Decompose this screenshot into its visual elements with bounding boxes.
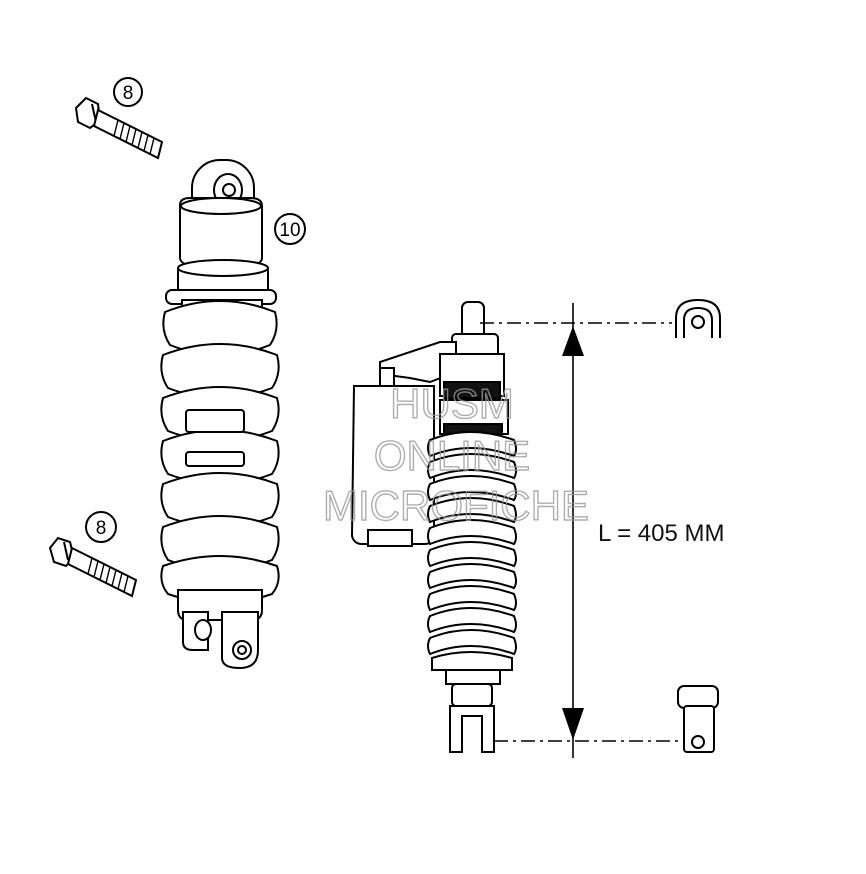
callout-shock-top-label: 10 (279, 220, 300, 241)
watermark-line-2: ONLINE (374, 432, 530, 479)
watermark-line-3: MICROFICHE (323, 482, 589, 529)
callout-bolt-bottom-label: 8 (96, 518, 107, 539)
callout-bolt-top: 8 (113, 77, 143, 107)
bolt-top (74, 96, 164, 160)
mount-bottom-profile (677, 685, 719, 753)
watermark-line-1: HUSM (390, 380, 514, 427)
mount-top-profile (675, 298, 721, 338)
dimension-lines (480, 303, 678, 758)
bolt-bottom (48, 536, 138, 598)
watermark: HUSM ONLINE MICROFICHE (322, 379, 589, 529)
shock-absorber-assembly (160, 159, 280, 670)
callout-shock-top: 10 (274, 213, 306, 245)
dimension-arrowheads (562, 326, 584, 740)
callout-bolt-bottom: 8 (85, 511, 117, 543)
dimension-label: L = 405 MM (598, 520, 725, 547)
callout-bolt-top-label: 8 (123, 83, 134, 104)
shock-side-view (350, 301, 517, 753)
